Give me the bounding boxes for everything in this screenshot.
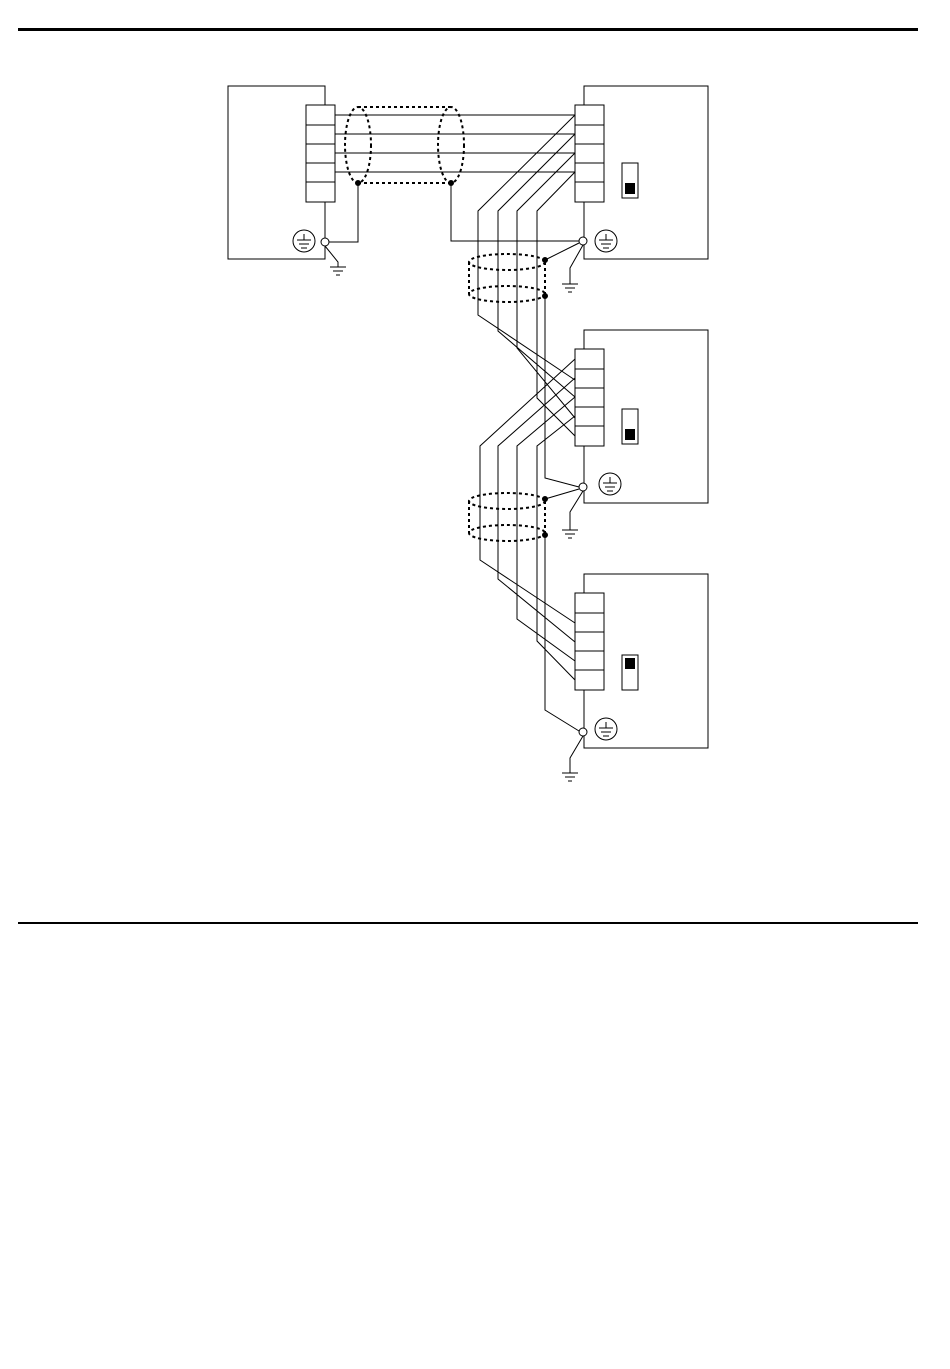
slave-3-device — [562, 574, 708, 781]
dip-switch-icon — [622, 163, 638, 198]
cable-slave-2-to-slave-3 — [469, 359, 579, 731]
ground-icon — [562, 773, 578, 781]
slave-3-pe-terminal — [579, 728, 587, 736]
master-terminal-block — [306, 105, 335, 202]
slave-2-terminal-block — [575, 349, 604, 446]
cable-slave-1-to-slave-2 — [469, 115, 579, 487]
ground-icon — [562, 530, 578, 538]
ground-icon — [330, 267, 346, 275]
master-device — [228, 86, 358, 275]
slave-1-pe-terminal — [579, 237, 587, 245]
master-pe-terminal — [321, 238, 329, 246]
dip-switch-icon — [622, 409, 638, 444]
slave-1-terminal-block — [575, 105, 604, 202]
dip-switch-icon — [622, 655, 638, 690]
slave-1-device — [562, 86, 708, 292]
footer-rule — [18, 922, 918, 924]
shield-icon — [469, 254, 545, 302]
cable-master-to-slave-1 — [335, 107, 579, 241]
slave-3-terminal-block — [575, 593, 604, 690]
slave-2-device — [562, 330, 708, 538]
slave-2-pe-terminal — [579, 483, 587, 491]
ground-icon — [562, 284, 578, 292]
